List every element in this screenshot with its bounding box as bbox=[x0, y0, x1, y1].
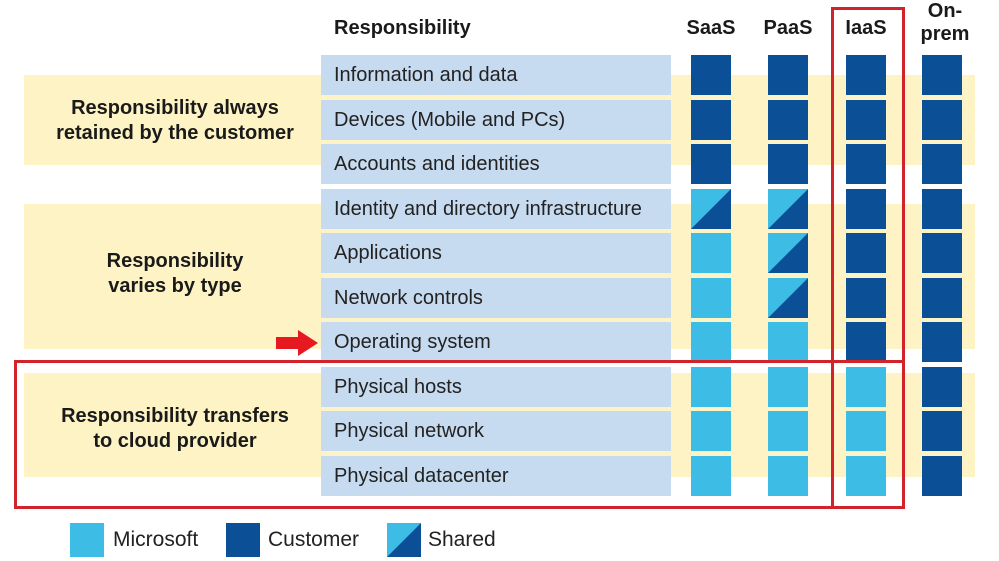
legend-customer-swatch bbox=[226, 523, 260, 557]
cell-customer bbox=[691, 100, 731, 140]
cell-microsoft bbox=[691, 233, 731, 273]
row-label: Physical datacenter bbox=[321, 456, 671, 496]
cell-customer bbox=[768, 55, 808, 95]
cell-customer bbox=[691, 144, 731, 184]
cell-microsoft bbox=[846, 456, 886, 496]
cell-shared bbox=[768, 189, 808, 229]
header-iaas: IaaS bbox=[845, 17, 887, 39]
cell-microsoft bbox=[768, 367, 808, 407]
cell-customer bbox=[846, 100, 886, 140]
cell-customer bbox=[846, 278, 886, 318]
legend-microsoft-swatch bbox=[70, 523, 104, 557]
cell-shared bbox=[768, 278, 808, 318]
cell-customer bbox=[922, 144, 962, 184]
cell-microsoft bbox=[691, 322, 731, 362]
cell-customer bbox=[922, 189, 962, 229]
cell-customer bbox=[922, 367, 962, 407]
legend-shared-swatch bbox=[387, 523, 421, 557]
cell-microsoft bbox=[768, 322, 808, 362]
cell-customer bbox=[922, 456, 962, 496]
cell-microsoft bbox=[846, 367, 886, 407]
legend-customer-label: Customer bbox=[268, 528, 360, 551]
cell-customer bbox=[922, 278, 962, 318]
legend-microsoft-label: Microsoft bbox=[113, 528, 199, 551]
row-label: Information and data bbox=[321, 55, 671, 95]
highlight-provider-group bbox=[14, 360, 905, 509]
cell-shared bbox=[768, 233, 808, 273]
cell-customer bbox=[846, 189, 886, 229]
group-label-provider: Responsibility transfers to cloud provid… bbox=[61, 405, 289, 452]
cell-customer bbox=[846, 233, 886, 273]
group-label-customer: Responsibility always retained by the cu… bbox=[56, 97, 294, 144]
row-label: Physical network bbox=[321, 411, 671, 451]
header-onprem: On- prem bbox=[920, 0, 970, 45]
cell-microsoft bbox=[768, 411, 808, 451]
row-label: Physical hosts bbox=[321, 367, 671, 407]
row-label: Accounts and identities bbox=[321, 144, 671, 184]
cell-microsoft bbox=[691, 278, 731, 318]
cell-customer bbox=[922, 55, 962, 95]
arrow-right-icon bbox=[276, 330, 318, 356]
cell-customer bbox=[922, 100, 962, 140]
header-saas: SaaS bbox=[686, 17, 736, 39]
cell-customer bbox=[768, 100, 808, 140]
cell-customer bbox=[846, 55, 886, 95]
row-label: Operating system bbox=[321, 322, 671, 362]
cell-customer bbox=[922, 233, 962, 273]
cell-shared bbox=[691, 189, 731, 229]
cell-microsoft bbox=[691, 456, 731, 496]
header-responsibility: Responsibility bbox=[334, 17, 471, 39]
cell-customer bbox=[922, 411, 962, 451]
header-paas: PaaS bbox=[763, 17, 813, 39]
cell-microsoft bbox=[691, 411, 731, 451]
cell-microsoft bbox=[846, 411, 886, 451]
row-label: Network controls bbox=[321, 278, 671, 318]
legend-shared-label: Shared bbox=[428, 528, 496, 551]
group-label-varies: Responsibility varies by type bbox=[106, 250, 244, 297]
cell-customer bbox=[846, 322, 886, 362]
cell-microsoft bbox=[768, 456, 808, 496]
cell-customer bbox=[846, 144, 886, 184]
row-label: Applications bbox=[321, 233, 671, 273]
cell-customer bbox=[768, 144, 808, 184]
cell-microsoft bbox=[691, 367, 731, 407]
cell-customer bbox=[922, 322, 962, 362]
cell-customer bbox=[691, 55, 731, 95]
row-label: Identity and directory infrastructure bbox=[321, 189, 671, 229]
row-label: Devices (Mobile and PCs) bbox=[321, 100, 671, 140]
